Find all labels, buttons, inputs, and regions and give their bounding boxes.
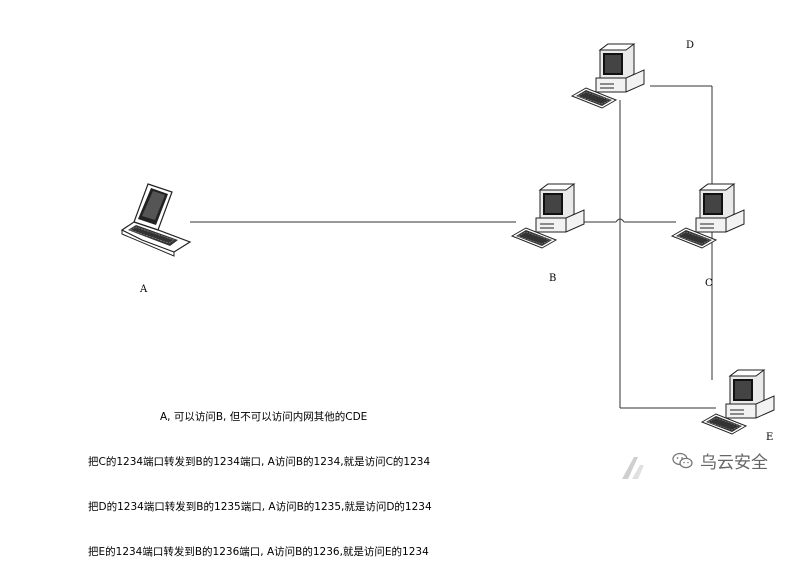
caption-line: 把E的1234端口转发到B的1236端口, A访问B的1236,就是访问E的12… [88,546,429,558]
computer-e-icon [701,369,775,435]
computer-b-icon [511,183,585,249]
watermark-logo-icon [622,457,644,479]
computer-c-icon [671,183,745,249]
label-b: B [549,273,557,284]
label-d: D [686,40,695,51]
watermark: 乌云安全 [672,448,768,473]
laptop-a-icon [121,183,191,257]
network-diagram [121,43,775,435]
computer-d-icon [571,43,645,109]
label-a: A [140,284,148,295]
wechat-icon [672,452,693,468]
caption-line: A, 可以访问B, 但不可以访问内网其他的CDE [160,411,368,423]
watermark-text: 乌云安全 [700,453,768,473]
caption-line: 把D的1234端口转发到B的1235端口, A访问B的1235,就是访问D的12… [88,501,432,513]
caption-text: A, 可以访问B, 但不可以访问内网其他的CDE 把C的1234端口转发到B的1… [88,380,432,575]
caption-line: 把C的1234端口转发到B的1234端口, A访问B的1234,就是访问C的12… [88,456,431,468]
label-c: C [705,278,713,289]
label-e: E [766,432,774,443]
